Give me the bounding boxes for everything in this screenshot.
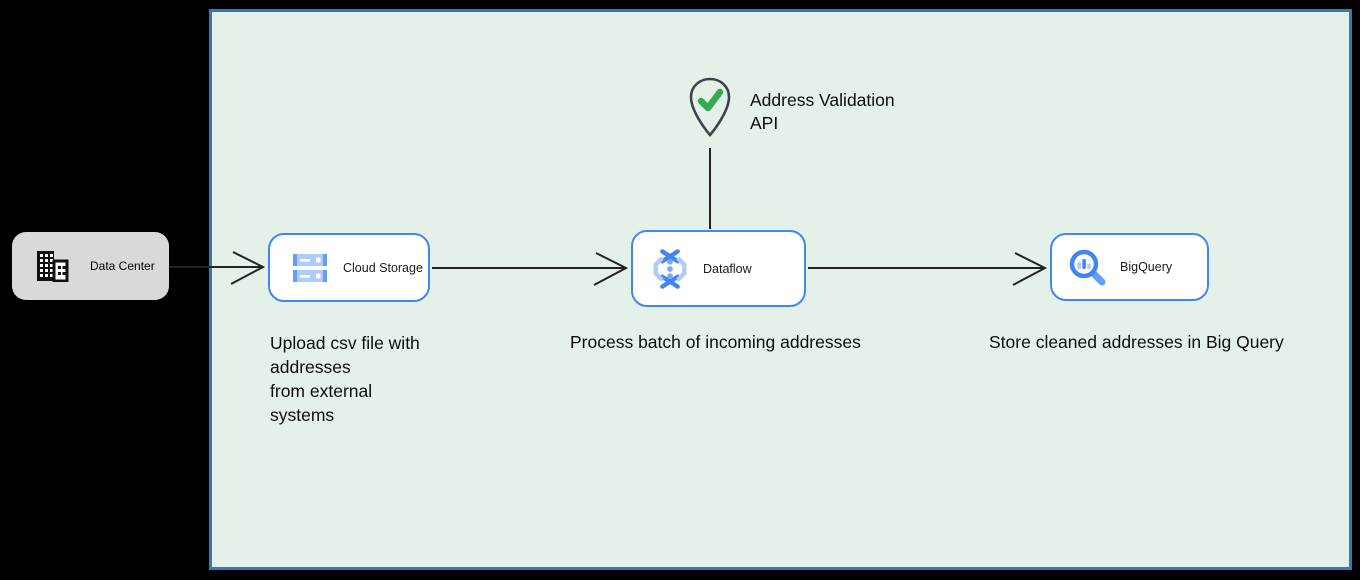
bigquery-icon: [1067, 247, 1107, 287]
node-bigquery[interactable]: BigQuery: [1050, 233, 1209, 301]
node-cloud-storage-label: Cloud Storage: [343, 260, 423, 275]
address-validation-label: Address Validation API: [750, 90, 895, 133]
node-dataflow-label: Dataflow: [703, 261, 752, 276]
node-data-center-label: Data Center: [90, 259, 155, 273]
node-dataflow[interactable]: Dataflow: [631, 230, 806, 307]
building-icon: [34, 250, 70, 282]
node-bigquery-label: BigQuery: [1120, 260, 1173, 274]
node-data-center[interactable]: Data Center: [12, 232, 169, 300]
node-cloud-storage[interactable]: Cloud Storage: [268, 233, 430, 302]
store-caption: Store cleaned addresses in Big Query: [989, 332, 1284, 352]
address-validation-pin-icon[interactable]: [686, 76, 734, 138]
cloud-storage-icon: [292, 252, 328, 284]
process-caption: Process batch of incoming addresses: [570, 332, 861, 352]
upload-caption: Upload csv file with addresses from exte…: [270, 333, 420, 425]
dataflow-icon: [648, 247, 692, 291]
